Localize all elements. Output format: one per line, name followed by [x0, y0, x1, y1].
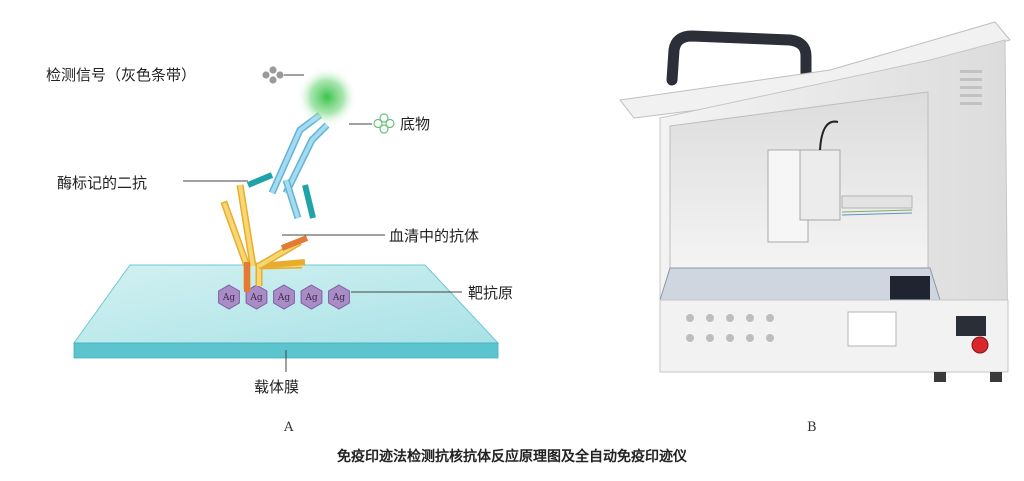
antigen-hexagon: [273, 284, 295, 310]
target-antigen-label: 靶抗原: [468, 284, 514, 302]
dispense-head: [799, 149, 841, 221]
membrane-label: 载体膜: [254, 378, 300, 396]
antigen-label: Ag: [222, 293, 235, 303]
lid: [619, 21, 1011, 119]
principle-diagram-svg: Ag Ag Ag Ag Ag: [73, 66, 500, 372]
antigen-hexagon: [218, 284, 240, 310]
antigen-label: Ag: [332, 293, 345, 303]
substrate-label: 底物: [400, 115, 431, 133]
antigen-label: Ag: [304, 293, 317, 303]
antigen-hexagon: [328, 284, 350, 310]
signal-label: 检测信号（灰色条带）: [46, 66, 197, 84]
antigen-hexagon: [300, 284, 323, 310]
panel-a-letter: A: [284, 420, 294, 435]
front-panel: [659, 299, 1009, 373]
signal-glow: [297, 67, 357, 127]
serum-antibody-shape: [220, 184, 309, 292]
grey-dots-icon: [262, 66, 284, 84]
figure-caption: 免疫印迹法检测抗核抗体反应原理图及全自动免疫印迹仪: [337, 449, 687, 465]
emergency-stop-button: [971, 336, 989, 354]
enzyme-antibody-label: 酶标记的二抗: [57, 174, 148, 192]
western-blot-principle-diagram: Ag Ag Ag Ag Ag: [46, 66, 514, 435]
leader-lines: [183, 74, 462, 372]
instrument-svg: [619, 21, 1011, 382]
immunoblot-instrument-illustration: B: [600, 0, 1024, 440]
antigen-row: Ag Ag Ag Ag Ag: [218, 284, 350, 310]
secondary-antibody-shape: [246, 112, 330, 220]
panel-b-letter: B: [807, 420, 817, 435]
carrier-membrane: [73, 264, 500, 359]
antigen-label: Ag: [249, 293, 262, 303]
substrate-icon: [373, 113, 395, 134]
serum-antibody-label: 血清中的抗体: [389, 227, 480, 245]
handle: [666, 30, 812, 86]
antigen-label: Ag: [277, 293, 290, 303]
